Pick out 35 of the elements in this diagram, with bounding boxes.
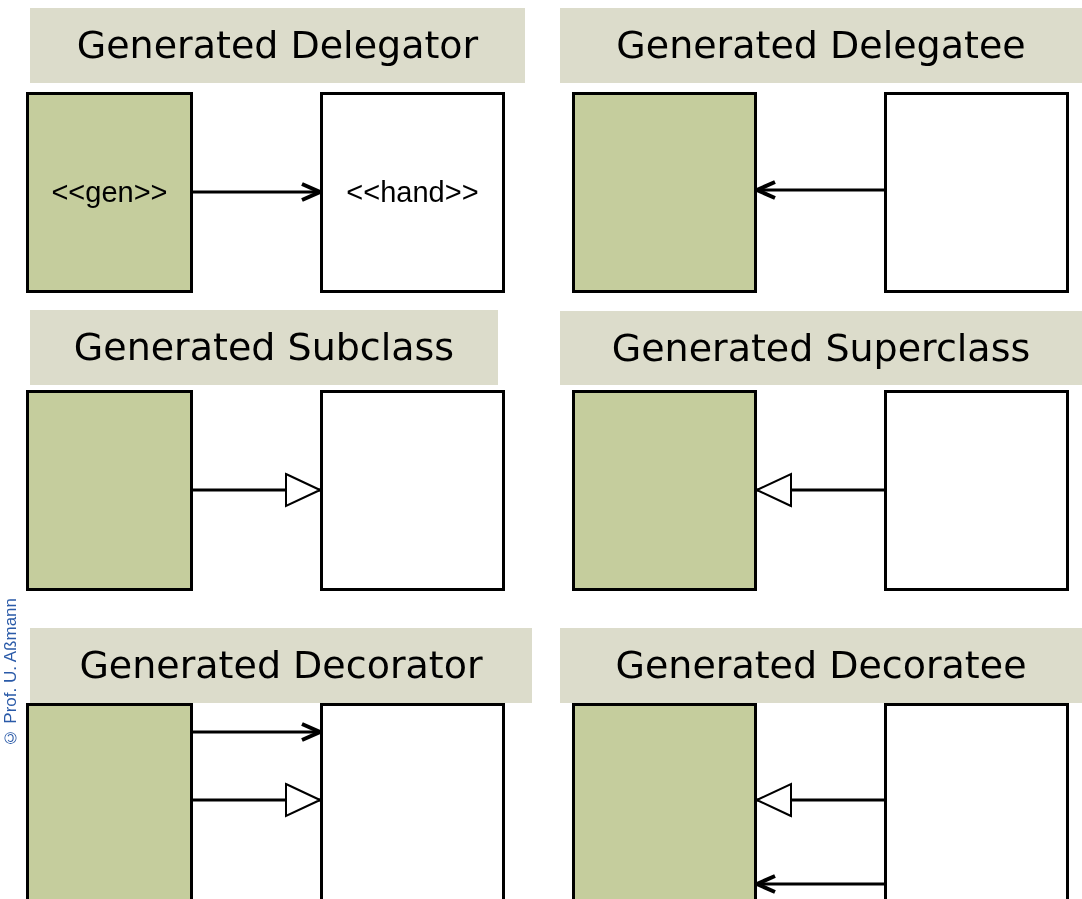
panel-title: Generated Delegatee (616, 22, 1026, 69)
class-box (320, 390, 505, 591)
panel-title: Generated Delegator (76, 22, 479, 69)
class-box (26, 390, 193, 591)
class-box (26, 92, 193, 293)
title-band (30, 8, 525, 83)
class-box (884, 390, 1069, 591)
arrow (755, 874, 884, 894)
title-band (30, 628, 532, 703)
panel-title: Generated Subclass (73, 324, 455, 371)
class-box (26, 703, 193, 899)
panel-title: Generated Decoratee (615, 642, 1027, 689)
arrow (756, 783, 884, 817)
class-box (884, 92, 1069, 293)
arrow (756, 473, 884, 507)
arrow (193, 722, 322, 742)
stereotype-label: <<hand>> (346, 174, 479, 210)
class-box (572, 92, 757, 293)
arrow (193, 783, 321, 817)
class-box (572, 703, 757, 899)
title-band (560, 628, 1082, 703)
title-band (560, 8, 1082, 83)
arrow (193, 473, 321, 507)
arrow (193, 182, 322, 202)
class-box (884, 703, 1069, 899)
copyright-note: © Prof. U. Aßmann (2, 598, 19, 748)
arrow (755, 180, 884, 200)
class-box (320, 92, 505, 293)
panel-title: Generated Decorator (79, 642, 483, 689)
class-box (320, 703, 505, 899)
stereotype-label: <<gen>> (51, 174, 168, 210)
panel-title: Generated Superclass (611, 324, 1031, 372)
class-box (572, 390, 757, 591)
title-band (560, 311, 1082, 385)
title-band (30, 310, 498, 385)
